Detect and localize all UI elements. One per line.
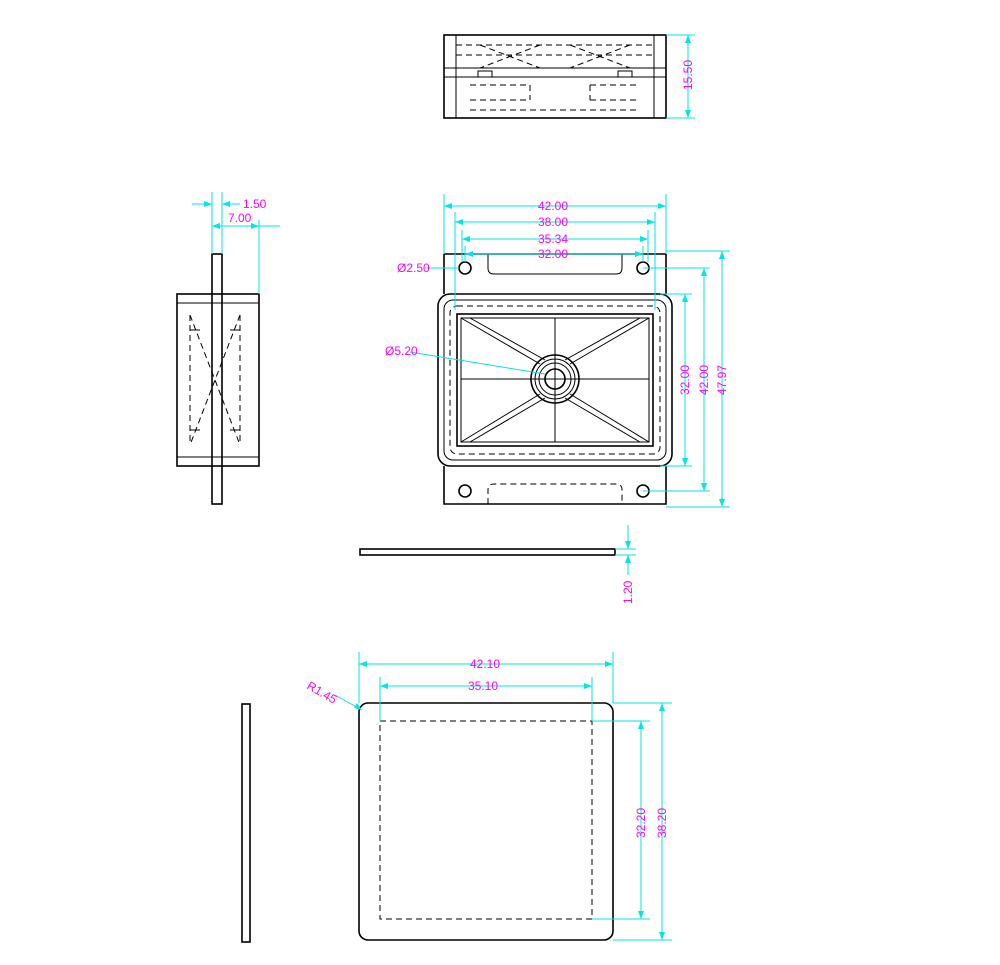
dim-height-42: 42.00 (697, 365, 711, 395)
mount-hole (458, 484, 472, 498)
dim-width-38: 38.00 (538, 215, 568, 229)
dim-plate-width-outer: 42.10 (470, 657, 500, 671)
plate-side-view (241, 703, 251, 943)
plate-view: R1.45 42.10 35.10 32.20 38.20 (305, 652, 672, 941)
center-hole (544, 368, 566, 390)
mount-hole (458, 261, 472, 275)
dim-width-32: 32.00 (538, 247, 568, 261)
dim-center-hole-dia: Ø5.20 (385, 344, 418, 358)
side-view: 1.50 7.00 (176, 192, 280, 505)
dim-width-3534: 35.34 (538, 232, 568, 246)
dim-plate-width-inner: 35.10 (468, 679, 498, 693)
plate-edge-view: 1.20 (359, 525, 636, 604)
front-bottom-tab (443, 466, 667, 505)
dim-corner-radius: R1.45 (305, 678, 340, 706)
center-boss (530, 354, 580, 404)
plate-side-outline (241, 703, 251, 943)
front-body-outline (437, 293, 673, 467)
dim-flange-offset: 7.00 (228, 211, 252, 225)
side-view-body (176, 293, 260, 467)
dim-top-height: 15.50 (681, 60, 695, 90)
plate-inner-area (379, 720, 593, 920)
plate-outline (358, 702, 614, 941)
top-view: 15.50 (443, 34, 695, 119)
dim-flange-thickness: 1.50 (243, 197, 267, 211)
front-view: 42.00 38.00 35.34 32.00 Ø2.50 Ø5.20 32.0… (385, 194, 730, 508)
dim-plate-height-outer: 38.20 (655, 808, 669, 838)
dim-height-32: 32.00 (678, 365, 692, 395)
dim-height-total: 47.97 (715, 365, 729, 395)
side-view-flange (211, 253, 223, 505)
dim-plate-height-inner: 32.20 (634, 808, 648, 838)
dim-hole-dia: Ø2.50 (397, 261, 430, 275)
front-window (456, 313, 654, 447)
dim-width-outer: 42.00 (538, 199, 568, 213)
plate-edge-outline (359, 548, 616, 556)
dim-plate-thickness: 1.20 (621, 580, 635, 604)
